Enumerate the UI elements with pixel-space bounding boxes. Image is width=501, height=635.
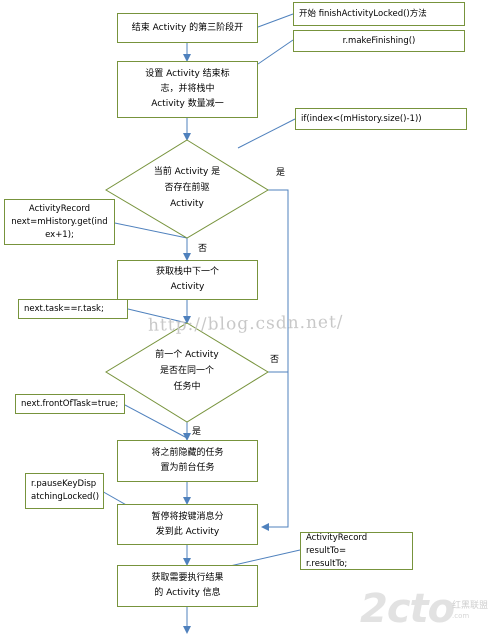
label-decision1-no: 否 <box>198 244 208 254</box>
note-result-to: ActivityRecord resultTo= r.resultTo; <box>300 532 413 570</box>
note-front-of-task: next.frontOfTask=true; <box>15 394 125 414</box>
note-finish-activity-locked: 开始 finishActivityLocked()方法 <box>293 2 465 26</box>
connector-front-of-task <box>124 404 188 439</box>
start-box: 结束 Activity 的第三阶段开 <box>117 13 258 43</box>
label-decision1-yes: 是 <box>276 168 286 178</box>
decision-diamond-1 <box>105 139 269 239</box>
decision1-text: 当前 Activity 是 否存在前驱 Activity <box>153 167 221 209</box>
note-make-finishing: r.makeFinishing() <box>293 30 465 52</box>
site-logo: 2cto <box>360 586 455 632</box>
label-decision2-no: 否 <box>270 355 280 365</box>
front-task-box: 将之前隐藏的任务 置为前台任务 <box>117 440 258 482</box>
decision2-text: 前一个 Activity 是否在同一个 任务中 <box>155 350 219 392</box>
decision-diamond-2 <box>105 322 269 423</box>
branch-decision1-yes <box>261 189 289 531</box>
connector-next-task <box>127 308 188 324</box>
connector-activity-record-next <box>109 221 188 239</box>
get-next-activity-box: 获取栈中下一个 Activity <box>117 260 258 300</box>
connector-if-index <box>237 118 296 149</box>
site-logo-chinese: 红黑联盟 <box>452 601 489 611</box>
get-result-activity-box: 获取需要执行结果 的 Activity 信息 <box>117 565 258 607</box>
mark-finishing-box: 设置 Activity 结束标 志，并将栈中 Activity 数量减一 <box>117 61 258 118</box>
connector-pause-key <box>99 489 129 507</box>
label-decision2-yes: 是 <box>192 427 202 437</box>
note-pause-key-dispatching: r.pauseKeyDisp atchingLocked() <box>25 473 104 509</box>
pause-key-dispatch-box: 暂停将按键消息分 发到此 Activity <box>117 504 258 545</box>
note-activity-record-next: ActivityRecord next=mHistory.get(ind ex+… <box>4 199 115 245</box>
connector-make-finishing <box>257 39 294 65</box>
site-logo-suffix: .com <box>452 612 470 620</box>
connector-result-to <box>229 549 301 567</box>
blog-watermark: http://blog.csdn.net/ <box>147 312 344 336</box>
note-if-index: if(index<(mHistory.size()-1)) <box>295 108 467 130</box>
note-next-task: next.task==r.task; <box>18 299 128 319</box>
connector-finish <box>257 13 294 28</box>
